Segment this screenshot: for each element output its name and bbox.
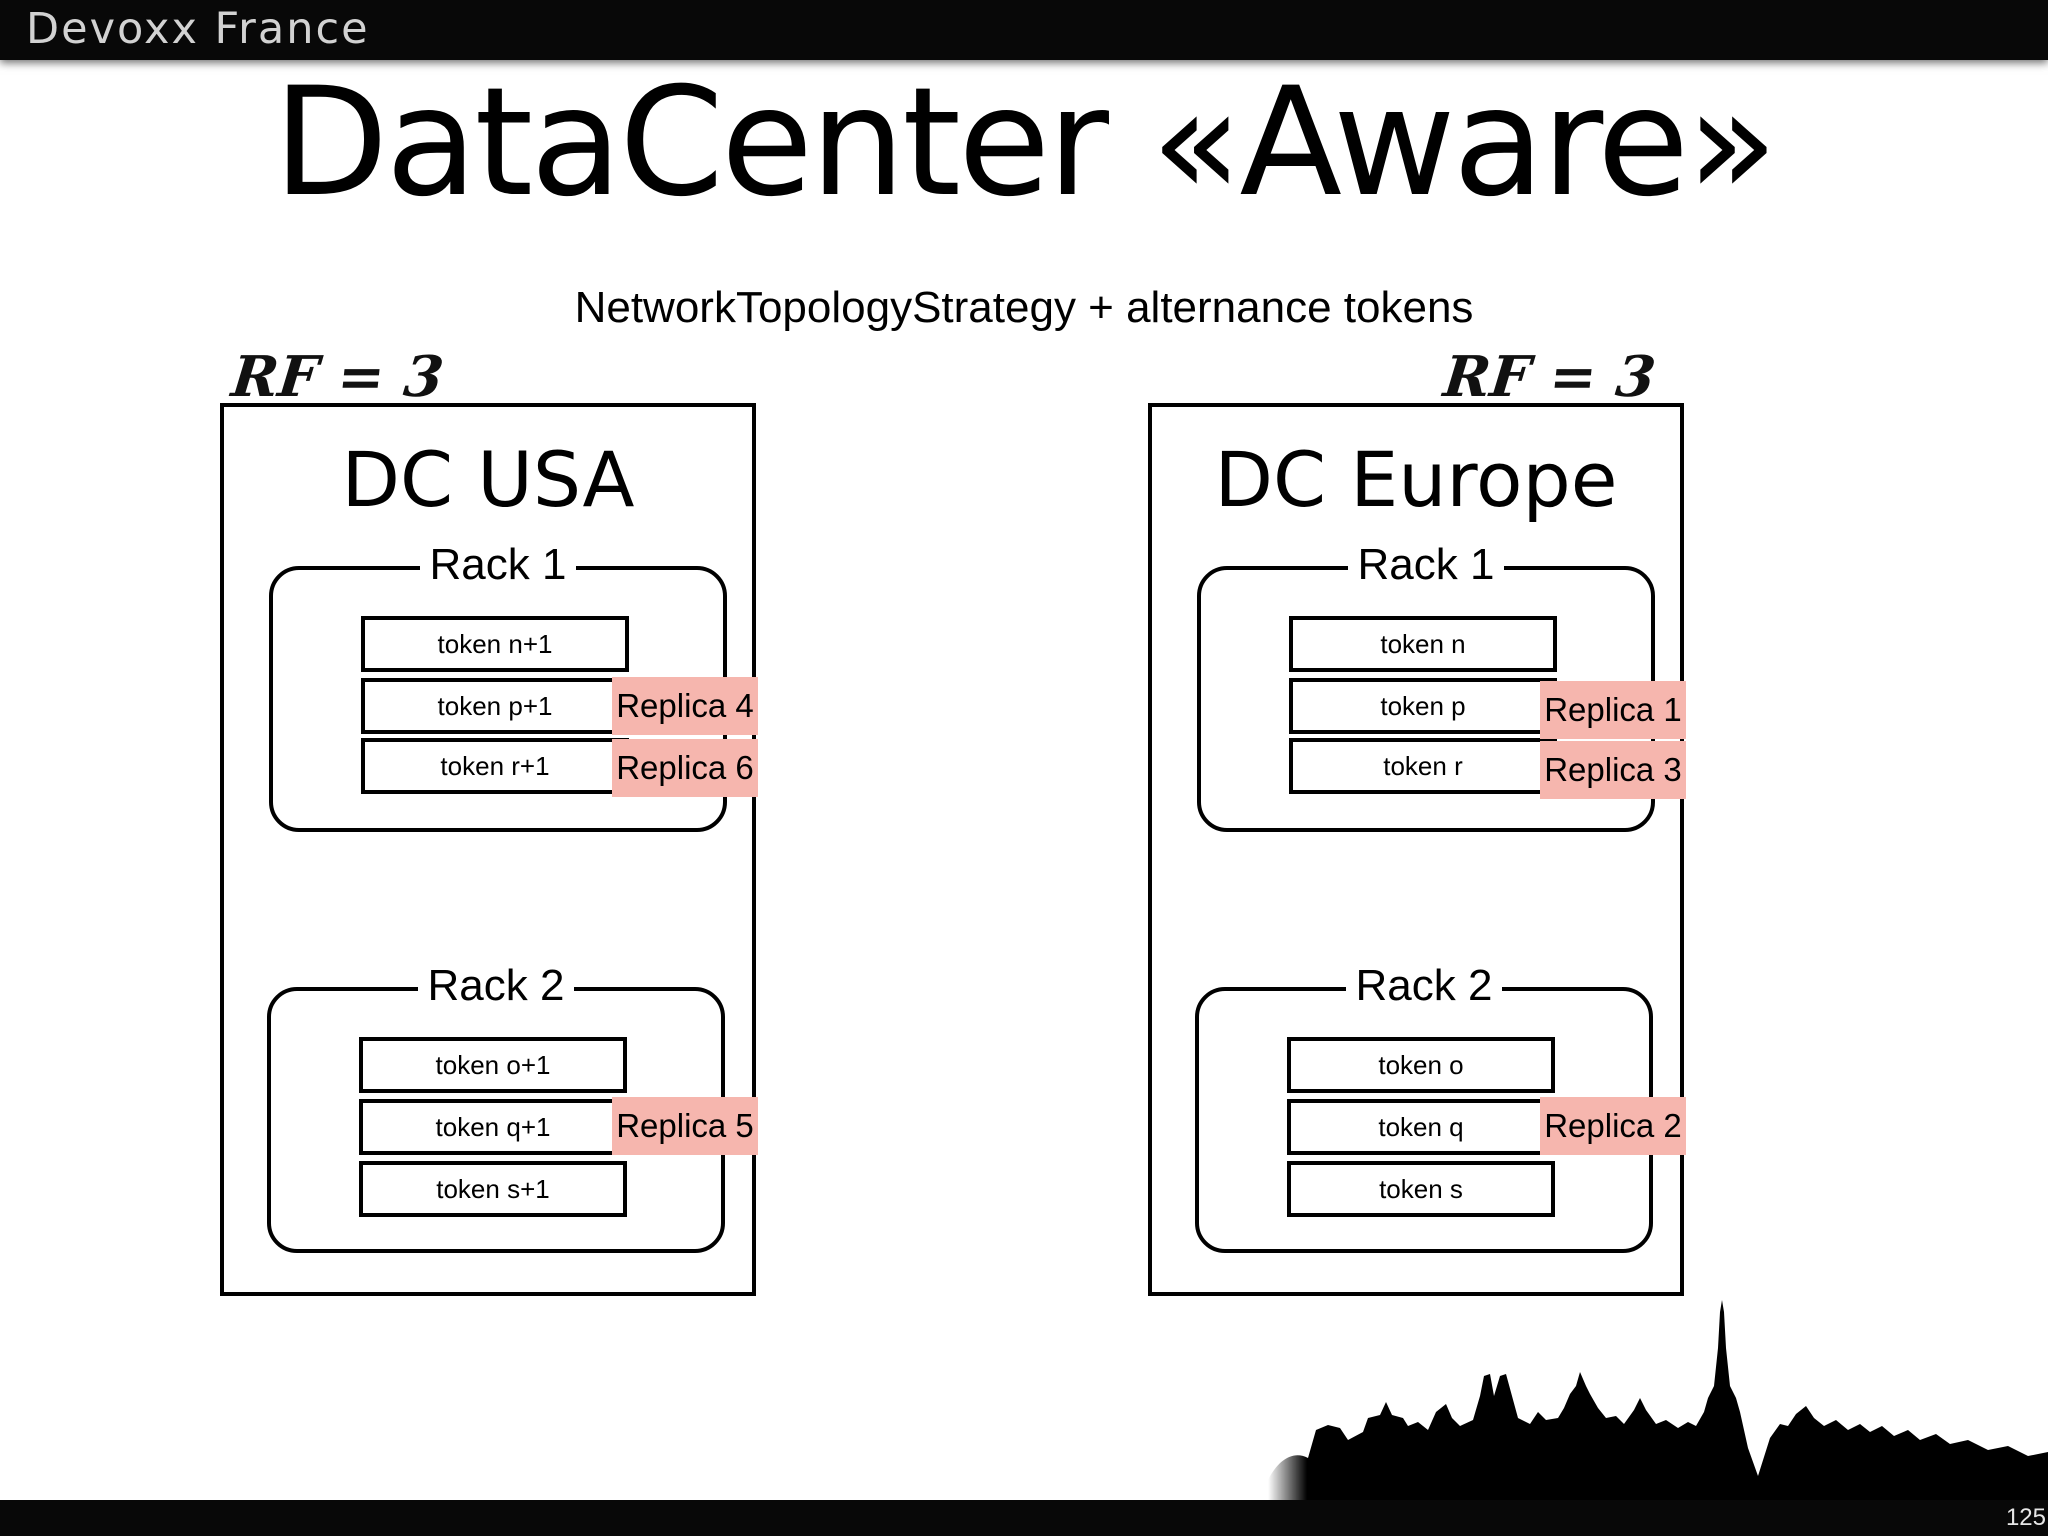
token-box: token o: [1287, 1037, 1555, 1093]
token-box: token r+1: [361, 738, 629, 794]
dc-usa-title: DC USA: [341, 435, 635, 524]
footer-bar: [0, 1500, 2048, 1536]
replica-badge-4: Replica 4: [612, 677, 758, 735]
replica-badge-6: Replica 6: [612, 739, 758, 797]
rf-label-usa: RF = 3: [228, 344, 447, 410]
dc-usa-box: DC USA Rack 1 token n+1 token p+1 token …: [220, 403, 756, 1296]
replica-badge-5: Replica 5: [612, 1097, 758, 1155]
brand-logo: Devoxx France: [26, 4, 370, 54]
dc-europe-rack-2: Rack 2 token o token q token s: [1195, 961, 1653, 1253]
dc-europe-box: DC Europe Rack 1 token n token p token r…: [1148, 403, 1684, 1296]
token-box: token s+1: [359, 1161, 627, 1217]
dc-europe-rack-1: Rack 1 token n token p token r: [1197, 540, 1655, 832]
token-box: token q: [1287, 1099, 1555, 1155]
dc-europe-title: DC Europe: [1214, 435, 1618, 524]
token-box: token s: [1287, 1161, 1555, 1217]
replica-badge-2: Replica 2: [1540, 1097, 1686, 1155]
token-box: token n+1: [361, 616, 629, 672]
token-box: token p+1: [361, 678, 629, 734]
token-box: token p: [1289, 678, 1557, 734]
rack-label: Rack 2: [271, 953, 721, 1029]
rack-label-text: Rack 1: [1347, 540, 1505, 589]
rack-label: Rack 1: [273, 532, 723, 608]
replica-badge-1: Replica 1: [1540, 681, 1686, 739]
token-box: token o+1: [359, 1037, 627, 1093]
rack-label: Rack 2: [1199, 953, 1649, 1029]
paris-skyline-icon: [1268, 1300, 2048, 1510]
token-box: token n: [1289, 616, 1557, 672]
replica-badge-3: Replica 3: [1540, 741, 1686, 799]
token-box: token r: [1289, 738, 1557, 794]
token-box: token q+1: [359, 1099, 627, 1155]
rack-label-text: Rack 1: [419, 540, 577, 589]
page-number: 125: [2005, 1504, 2046, 1531]
rf-label-europe: RF = 3: [1440, 344, 1659, 410]
header-bar: Devoxx France: [0, 0, 2048, 60]
rack-label-text: Rack 2: [1345, 961, 1503, 1010]
rack-label: Rack 1: [1201, 532, 1651, 608]
slide-title: DataCenter «Aware»: [272, 56, 1778, 230]
rack-label-text: Rack 2: [417, 961, 575, 1010]
slide-subtitle: NetworkTopologyStrategy + alternance tok…: [574, 283, 1474, 332]
